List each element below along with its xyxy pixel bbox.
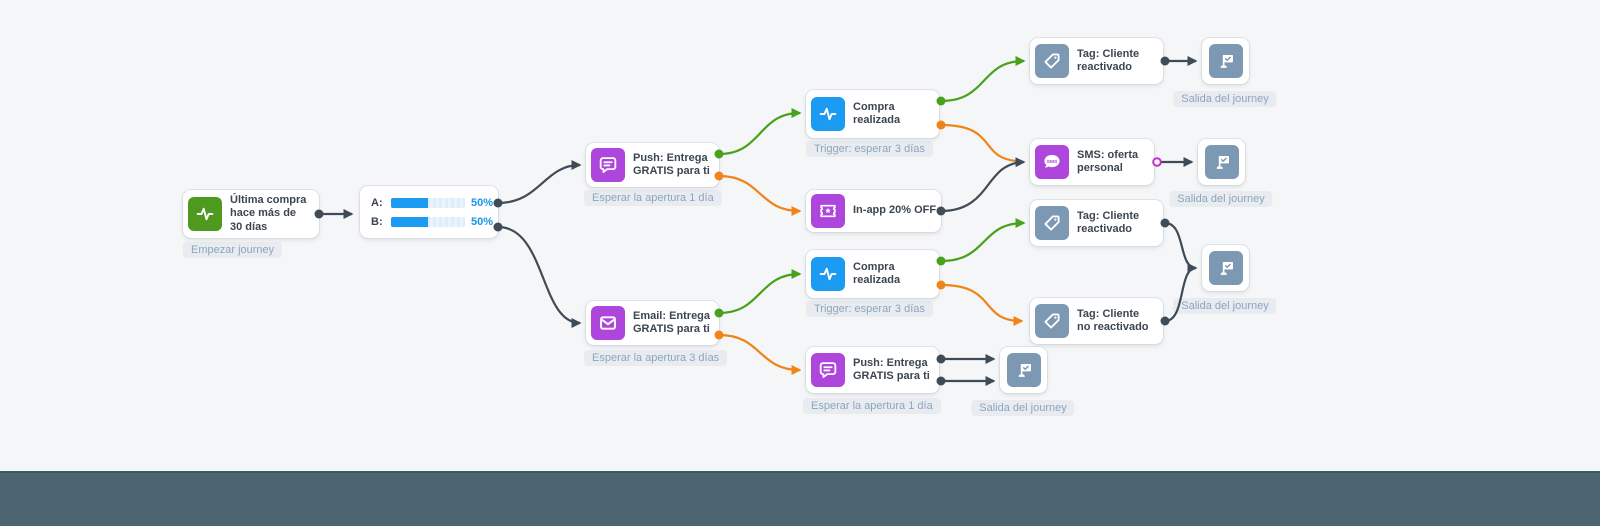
node-exit-1[interactable]	[1202, 38, 1249, 84]
node-label: Push: Entrega GRATIS para ti	[633, 151, 710, 177]
badge-empezar-journey: Empezar journey	[183, 242, 283, 258]
node-start-trigger[interactable]: Última compra hace más de 30 días	[183, 190, 319, 238]
node-label: In-app 20% OFF	[853, 204, 937, 217]
ab-percent-a: 50%	[470, 196, 493, 209]
node-tag-cliente-no-reactivado[interactable]: Tag: Cliente no reactivado	[1030, 298, 1163, 344]
node-label: Última compra hace más de 30 días	[230, 194, 307, 233]
node-email-1[interactable]: Email: Entrega GRATIS para ti	[586, 301, 719, 345]
output-port-sms[interactable]	[1152, 157, 1162, 167]
activity-icon	[811, 257, 845, 291]
ab-progressbar-a	[390, 197, 465, 208]
node-inapp-offer[interactable]: In-app 20% OFF	[806, 190, 941, 232]
node-compra-realizada-1[interactable]: Compra realizada	[806, 90, 939, 138]
node-exit-4[interactable]	[1000, 347, 1047, 393]
activity-icon	[811, 97, 845, 131]
edge-tag2-to-exit3	[1164, 221, 1198, 273]
tag-icon	[1035, 206, 1069, 240]
edge-compra1-no-to-sms	[940, 123, 1018, 163]
node-sms-offer[interactable]: SMS SMS: oferta personal	[1030, 139, 1154, 185]
badge-wait-open-3-days: Esperar la apertura 3 días	[584, 350, 728, 366]
node-label: Tag: Cliente reactivado	[1077, 47, 1140, 73]
flag-icon	[1208, 251, 1243, 285]
ab-row-a: A: 50%	[371, 197, 493, 209]
edge-push1-yes-to-compra1	[718, 108, 802, 156]
edge-inapp-to-sms	[940, 157, 1026, 213]
node-compra-realizada-2[interactable]: Compra realizada	[806, 250, 939, 298]
node-exit-2[interactable]	[1198, 139, 1245, 185]
push-notification-icon	[591, 148, 625, 182]
ab-label-a: A:	[371, 196, 383, 209]
edge-absplit-b-to-email	[497, 225, 582, 328]
edge-email-no-to-push2	[718, 333, 802, 375]
node-label: Tag: Cliente reactivado	[1077, 209, 1140, 235]
node-label: Tag: Cliente no reactivado	[1077, 307, 1149, 333]
edge-compra2-yes-to-tag2	[940, 218, 1026, 263]
node-push-2[interactable]: Push: Entrega GRATIS para ti	[806, 347, 939, 393]
node-tag-cliente-reactivado-1[interactable]: Tag: Cliente reactivado	[1030, 38, 1163, 84]
badge-trigger-wait-3-days: Trigger: esperar 3 días	[806, 301, 933, 317]
node-label: Compra realizada	[853, 100, 901, 126]
flag-icon	[1204, 145, 1239, 179]
node-label: Push: Entrega GRATIS para ti	[853, 356, 930, 382]
flag-icon	[1006, 353, 1041, 387]
badge-salida-del-journey: Salida del journey	[1173, 91, 1277, 107]
tag-icon	[1035, 44, 1069, 78]
edge-push1-no-to-inapp	[718, 174, 802, 216]
node-label: Email: Entrega GRATIS para ti	[633, 309, 711, 335]
ab-progress-fill	[390, 216, 428, 227]
sms-bubble-icon: SMS	[1035, 145, 1069, 179]
badge-trigger-wait-3-days: Trigger: esperar 3 días	[806, 141, 933, 157]
node-push-1[interactable]: Push: Entrega GRATIS para ti	[586, 143, 719, 187]
badge-wait-open-1-day: Esperar la apertura 1 día	[803, 398, 941, 414]
badge-salida-del-journey: Salida del journey	[1169, 191, 1273, 207]
activity-icon	[188, 197, 222, 231]
edge-compra1-yes-to-tag1	[940, 56, 1026, 103]
email-icon	[591, 306, 625, 340]
ab-label-b: B:	[371, 215, 383, 228]
edge-compra2-no-to-tag3	[940, 283, 1024, 326]
ticket-icon	[811, 194, 845, 228]
badge-wait-open-1-day: Esperar la apertura 1 día	[584, 190, 722, 206]
edge-email-yes-to-compra2	[718, 269, 802, 315]
node-label: Compra realizada	[853, 260, 901, 286]
node-exit-3[interactable]	[1202, 245, 1249, 291]
ab-progress-fill	[390, 197, 428, 208]
edge-absplit-a-to-push1	[497, 160, 582, 205]
sms-icon-text: SMS	[1047, 159, 1058, 165]
badge-salida-del-journey: Salida del journey	[1173, 298, 1277, 314]
ab-row-b: B: 50%	[371, 216, 493, 228]
node-ab-split[interactable]: A: 50% B: 50%	[360, 186, 498, 238]
ab-progressbar-b	[390, 216, 465, 227]
badge-salida-del-journey: Salida del journey	[971, 400, 1075, 416]
push-notification-icon	[811, 353, 845, 387]
flag-icon	[1208, 44, 1243, 78]
node-tag-cliente-reactivado-2[interactable]: Tag: Cliente reactivado	[1030, 200, 1163, 246]
ab-percent-b: 50%	[470, 215, 493, 228]
tag-icon	[1035, 304, 1069, 338]
bottom-bar	[0, 471, 1600, 526]
node-label: SMS: oferta personal	[1077, 148, 1139, 174]
